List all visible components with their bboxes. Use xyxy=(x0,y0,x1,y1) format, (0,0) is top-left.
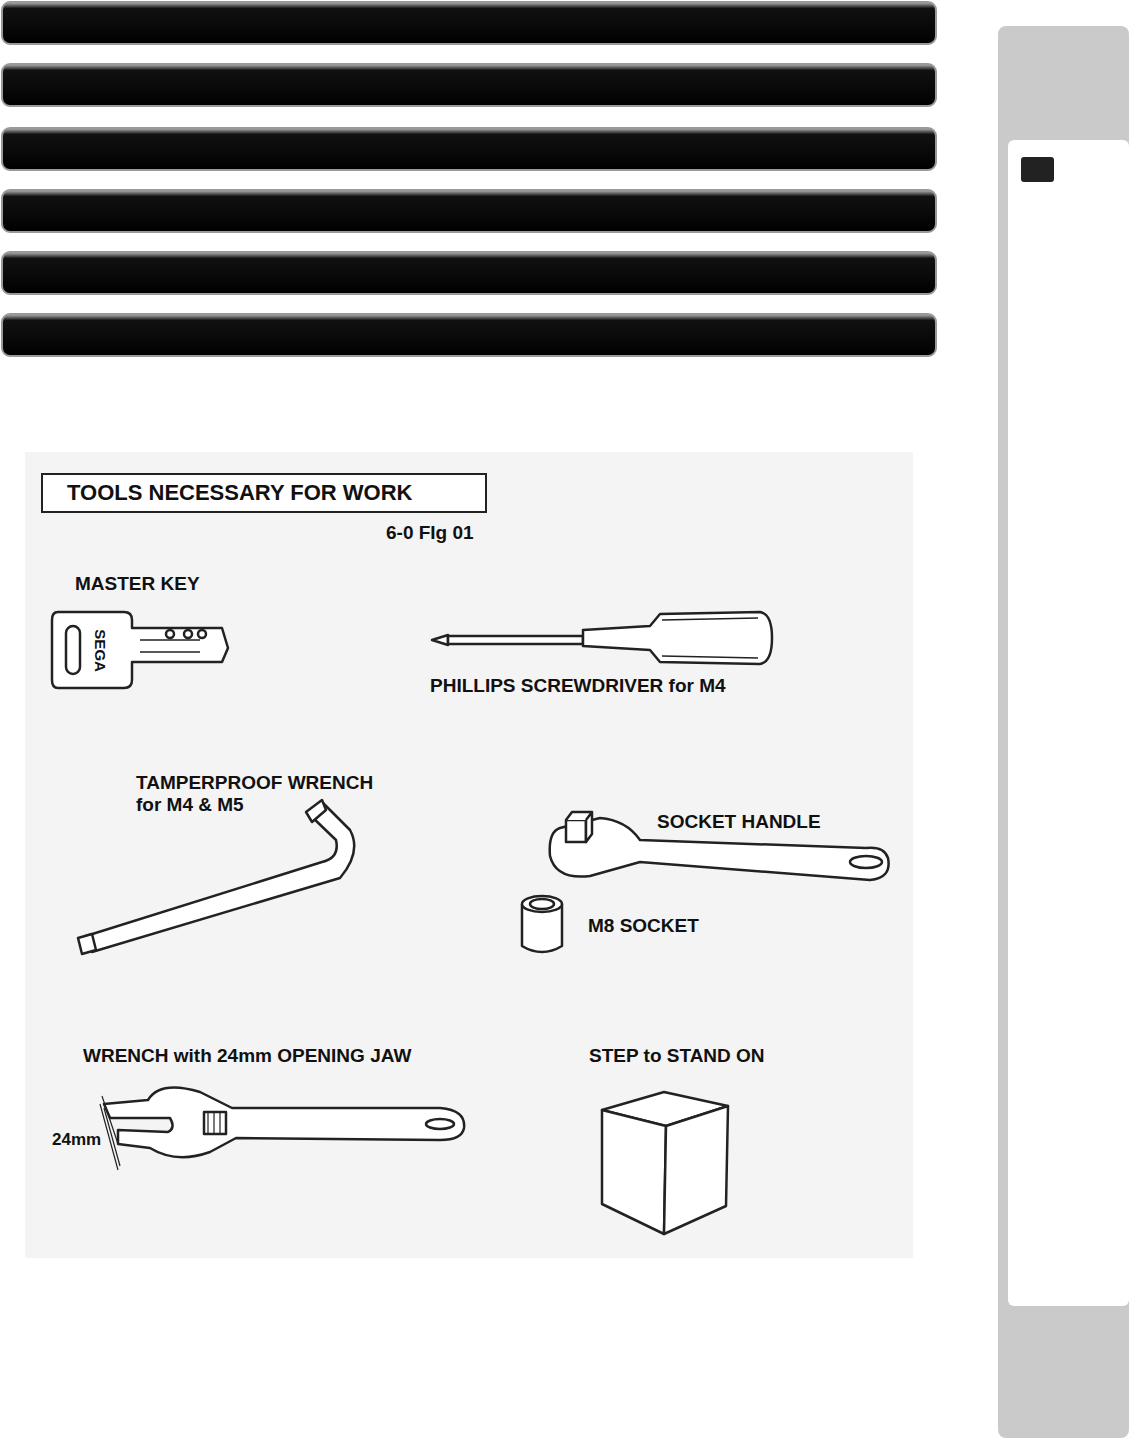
tool-name: STEP to STAND ON xyxy=(589,1045,765,1067)
figure-number: 6-0 FIg 01 xyxy=(386,522,474,544)
key-brand: SEGA xyxy=(91,630,108,673)
tool-name: MASTER KEY xyxy=(75,573,200,595)
tool-drawings xyxy=(52,612,889,1234)
box-text: TOOLS NECESSARY FOR WORK xyxy=(43,480,485,506)
tool-name: PHILLIPS SCREWDRIVER for M4 xyxy=(430,675,726,697)
tool-name: SOCKET HANDLE xyxy=(657,811,821,833)
figure-panel xyxy=(25,452,913,1258)
side-tab xyxy=(998,26,1129,1438)
tool-name: TAMPERPROOF WRENCH for M4 & M5 xyxy=(136,772,396,816)
header-bars xyxy=(2,2,936,356)
dimension: 24mm xyxy=(52,1130,101,1150)
tool-name: M8 SOCKET xyxy=(588,915,699,937)
tool-name: WRENCH with 24mm OPENING JAW xyxy=(83,1045,411,1067)
title-box: TOOLS NECESSARY FOR WORK xyxy=(41,473,487,513)
